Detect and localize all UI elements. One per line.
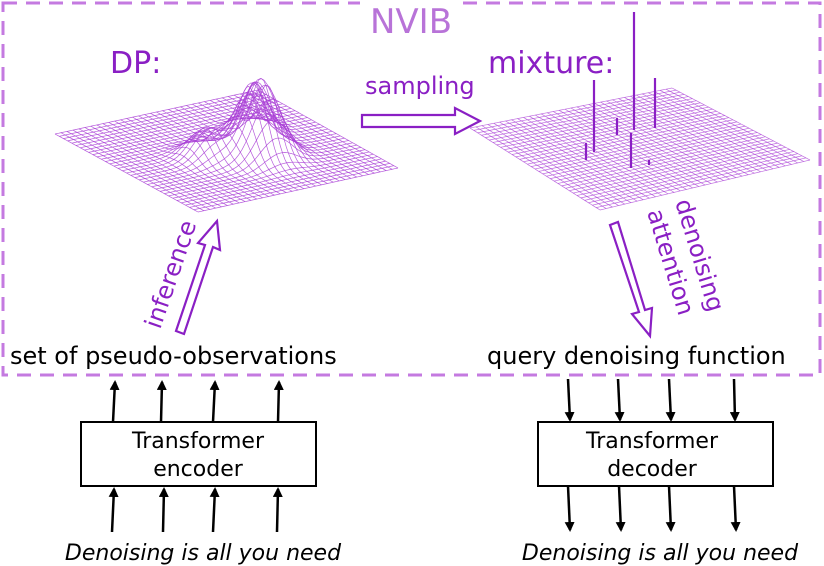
output-sentence: Denoising is all you need [522,541,799,566]
sampling-arrow [360,106,483,136]
dp-label: DP: [110,46,161,81]
dp-surface-plot [54,78,399,213]
encoder-line1: Transformer [131,429,265,454]
input-sentence: Denoising is all you need [65,541,342,566]
encoder-line2: encoder [153,457,244,482]
mixture-spikes [584,12,657,168]
pseudo-observations-label: set of pseudo-observations [10,342,337,370]
mixture-label: mixture: [488,46,614,81]
sampling-label: sampling [365,72,475,100]
encoder-input-arrows [108,487,283,533]
decoder-line1: Transformer [585,429,719,454]
encoder-output-arrows [109,380,284,423]
transformer-decoder-box [537,421,774,487]
inference-arrow [174,218,222,336]
decoder-input-arrows [564,378,740,422]
decoder-line2: decoder [607,457,698,482]
nvib-boundary [1,1,822,377]
decoder-output-arrows [564,485,741,532]
inference-label: inference [139,217,202,332]
denoising-attention-arrow [608,220,654,339]
mixture-plane-plot [469,87,811,211]
title-gap [360,0,462,8]
query-denoising-label: query denoising function [487,342,786,370]
transformer-encoder-box [80,421,317,487]
nvib-title: NVIB [370,2,452,42]
